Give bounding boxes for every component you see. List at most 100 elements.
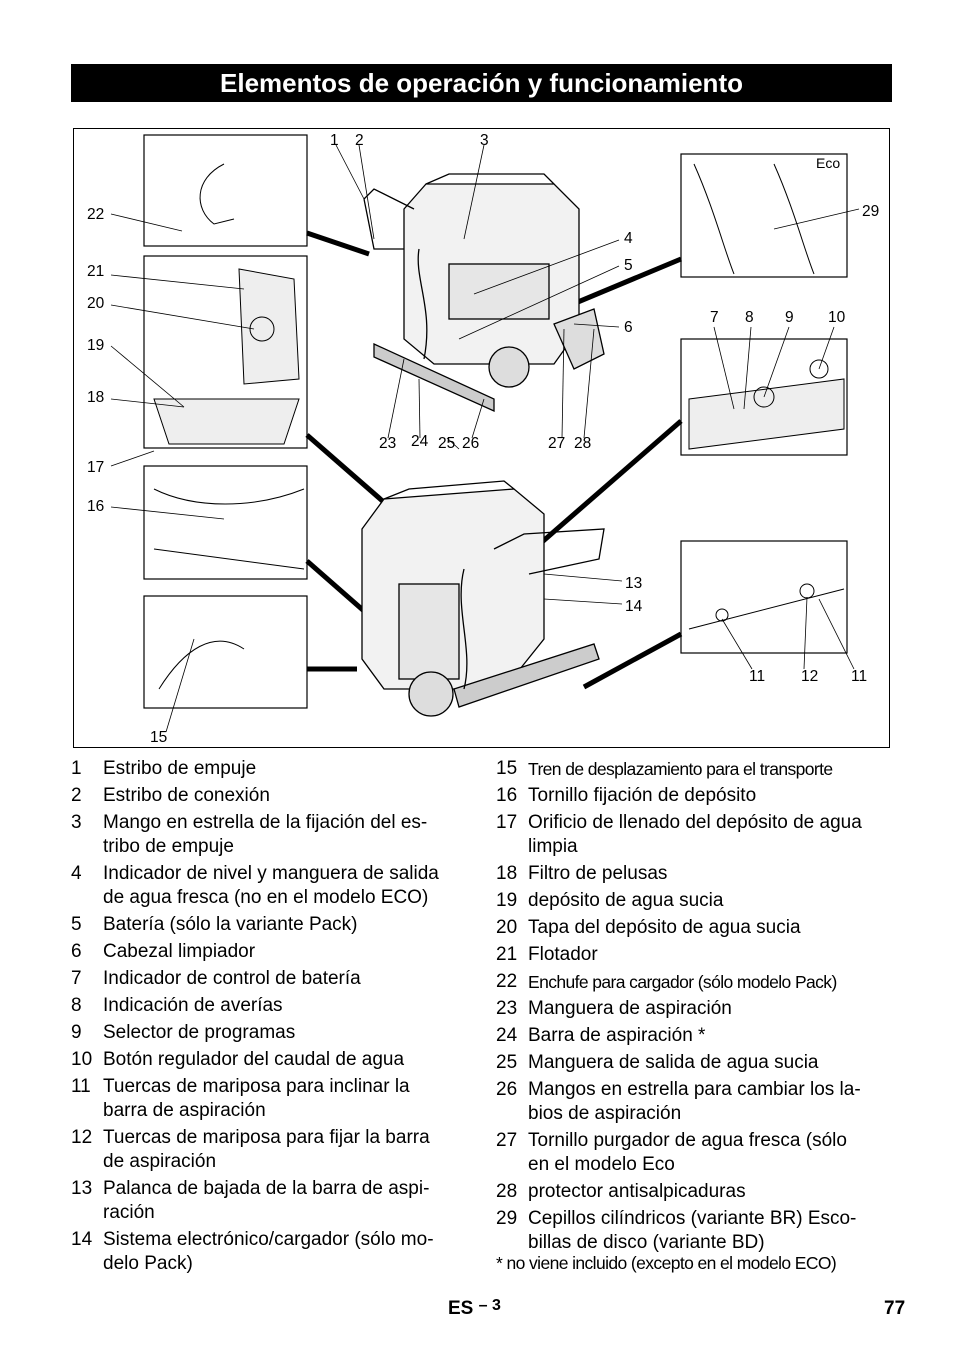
legend-item-number: 23: [496, 998, 518, 1019]
callout-27: 27: [548, 435, 566, 452]
legend-item-text: Tuercas de mariposa para inclinar la bar…: [103, 1076, 410, 1121]
machine-illustration: 1 2 3 4 5 6 7 8 9 10 11 12 11 13 14 15 1…: [73, 128, 890, 748]
legend-item-text: Indicación de averías: [103, 995, 283, 1016]
legend-item-number: 25: [496, 1052, 518, 1073]
legend-item-text: depósito de agua sucia: [528, 890, 724, 911]
legend-item-text: Selector de programas: [103, 1022, 296, 1043]
legend-item-number: 1: [71, 758, 82, 779]
legend-item: 2 Estribo de conexión: [71, 784, 463, 808]
legend-item-number: 4: [71, 863, 82, 884]
legend-item-text: Sistema electrónico/cargador (sólo mo- d…: [103, 1229, 434, 1274]
legend-item-number: 29: [496, 1208, 518, 1229]
callout-12: 12: [801, 668, 819, 685]
callout-6: 6: [624, 319, 633, 336]
callout-28: 28: [574, 435, 592, 452]
legend-item-text: Botón regulador del caudal de agua: [103, 1049, 405, 1070]
legend-item-text: Manguera de aspiración: [528, 998, 732, 1019]
legend-item-number: 20: [496, 917, 518, 938]
footer-language-code: ES: [448, 1298, 474, 1319]
callout-10: 10: [828, 309, 846, 326]
legend-item-number: 17: [496, 812, 518, 833]
callout-5: 5: [624, 257, 633, 274]
legend-item-text: Barra de aspiración *: [528, 1025, 706, 1046]
legend-item: 5 Batería (sólo la variante Pack): [71, 913, 463, 937]
legend-item-text: Mango en estrella de la fijación del es-…: [103, 812, 428, 857]
legend-item-text: Tapa del depósito de agua sucia: [528, 917, 801, 938]
legend-item-number: 9: [71, 1022, 82, 1043]
section-title: Elementos de operación y funcionamiento: [71, 64, 892, 102]
legend-item-text: Estribo de conexión: [103, 785, 270, 806]
callout-25: 25: [438, 435, 456, 452]
legend-item-text: Tornillo fijación de depósito: [528, 785, 757, 806]
callout-21: 21: [87, 263, 105, 280]
callout-24: 24: [411, 433, 429, 450]
legend-item-number: 5: [71, 914, 82, 935]
legend-item-number: 16: [496, 785, 518, 806]
detail-box-tank-lid: [143, 255, 308, 449]
legend-item: 19 depósito de agua sucia: [496, 889, 896, 913]
legend-item-number: 13: [71, 1178, 93, 1199]
legend-item-text: Filtro de pelusas: [528, 863, 668, 884]
legend-item: 18 Filtro de pelusas: [496, 862, 896, 886]
callout-20: 20: [87, 295, 105, 312]
legend-item-text: Estribo de empuje: [103, 758, 257, 779]
legend-item-text: Orificio de llenado del depósito de agua…: [528, 812, 862, 857]
footnote: * no viene incluido (excepto en el model…: [496, 1253, 837, 1273]
legend-item-text: Enchufe para cargador (sólo modelo Pack): [528, 972, 837, 992]
callout-11a: 11: [749, 668, 766, 685]
callout-19: 19: [87, 337, 105, 354]
callout-4: 4: [624, 230, 633, 247]
legend-item-number: 2: [71, 785, 82, 806]
legend-item-number: 15: [496, 758, 518, 779]
legend-item: 3 Mango en estrella de la fijación del es…: [71, 811, 463, 859]
detail-box-charger-plug: [143, 134, 308, 247]
legend-item-number: 26: [496, 1079, 518, 1100]
legend-item-number: 18: [496, 863, 518, 884]
legend-item-number: 6: [71, 941, 82, 962]
callout-23: 23: [379, 435, 397, 452]
callout-26: 26: [462, 435, 480, 452]
detail-box-tank-screw: [143, 465, 308, 580]
legend-item-number: 3: [71, 812, 82, 833]
callout-8: 8: [745, 309, 754, 326]
legend-item-text: Flotador: [528, 944, 598, 965]
callout-22: 22: [87, 206, 105, 223]
legend-item-text: Batería (sólo la variante Pack): [103, 914, 358, 935]
legend-item-text: Tuercas de mariposa para fijar la barra …: [103, 1127, 430, 1172]
callout-7: 7: [710, 309, 719, 326]
legend-item-text: Indicador de control de batería: [103, 968, 361, 989]
legend-item-text: protector antisalpicaduras: [528, 1181, 746, 1202]
callout-29: 29: [862, 203, 880, 220]
legend-item-number: 19: [496, 890, 518, 911]
legend-item: 21 Flotador: [496, 943, 896, 967]
legend-item-text: Mangos en estrella para cambiar los la- …: [528, 1079, 861, 1124]
legend-item: 26 Mangos en estrella para cambiar los la…: [496, 1078, 896, 1126]
callout-18: 18: [87, 389, 105, 406]
callout-2: 2: [355, 132, 364, 149]
detail-box-transport-wheels: [143, 595, 308, 709]
callout-1: 1: [330, 132, 339, 149]
callout-11b: 11: [851, 668, 868, 685]
legend-item-number: 21: [496, 944, 518, 965]
callout-9: 9: [785, 309, 794, 326]
legend-item: 16 Tornillo fijación de depósito: [496, 784, 896, 808]
callout-16: 16: [87, 498, 105, 515]
legend-item: 20 Tapa del depósito de agua sucia: [496, 916, 896, 940]
detail-box-brushes: [680, 153, 848, 278]
legend-item-number: 10: [71, 1049, 93, 1070]
legend-item: 6 Cabezal limpiador: [71, 940, 463, 964]
legend-item-number: 11: [71, 1076, 91, 1097]
detail-box-wing-nuts: [680, 540, 848, 654]
callout-17: 17: [87, 459, 105, 476]
legend-item-number: 24: [496, 1025, 518, 1046]
legend-item-text: Cabezal limpiador: [103, 941, 256, 962]
